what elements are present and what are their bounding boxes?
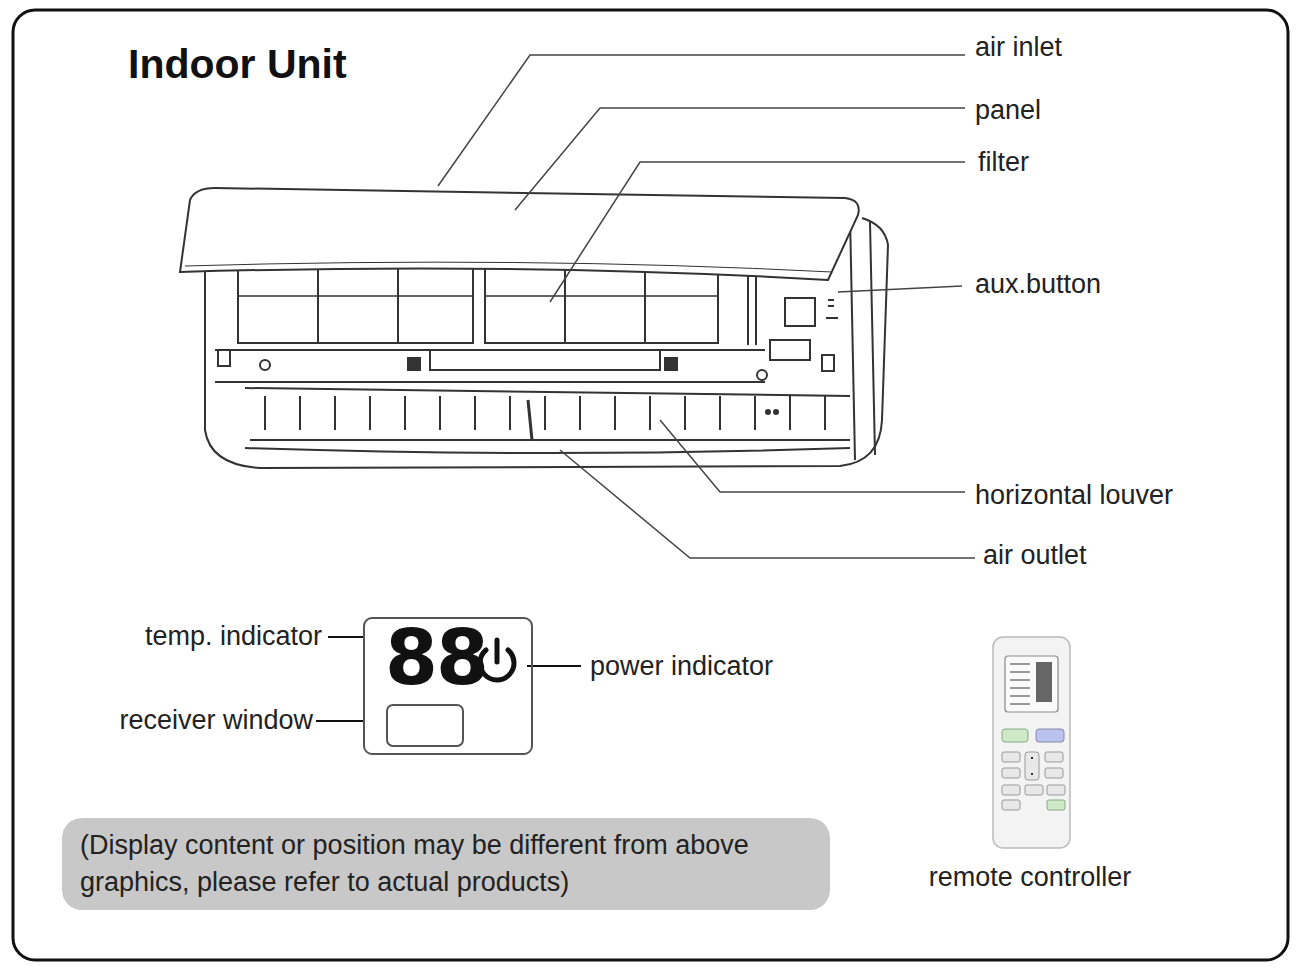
indoor-unit-drawing: [215, 350, 765, 382]
leader-lines: [838, 286, 962, 292]
indoor-unit-drawing: [265, 396, 825, 430]
indoor-unit-drawing: [766, 410, 770, 414]
indoor-unit-drawing: [408, 358, 420, 370]
indoor-unit-drawing: [238, 268, 473, 343]
remote-controller-drawing: [1036, 729, 1064, 742]
diagram-title: Indoor Unit: [128, 40, 347, 88]
indoor-unit-drawing: [318, 268, 645, 343]
remote-controller-drawing: [1005, 656, 1058, 712]
remote-controller-drawing: [1002, 768, 1020, 778]
indoor-unit-drawing: [238, 295, 718, 297]
indoor-unit-drawing: [826, 300, 838, 318]
remote-controller-drawing: [1025, 785, 1043, 795]
indoor-unit-drawing: [757, 370, 767, 380]
remote-controller-drawing: [1002, 729, 1028, 742]
remote-controller-drawing: [1047, 800, 1065, 810]
remote-controller-drawing: [1047, 785, 1065, 795]
remote-controller-drawing: [1010, 664, 1030, 704]
note-text: (Display content or position may be diff…: [80, 827, 812, 901]
leader-lines: [515, 108, 965, 210]
leader-lines: [560, 450, 975, 558]
display-panel: 88: [363, 617, 533, 755]
outer-frame: [13, 10, 1288, 960]
leader-lines: [316, 55, 975, 721]
indoor-unit-drawing: [850, 215, 875, 460]
indoor-unit-drawing: [185, 262, 832, 272]
remote-controller-drawing: [1036, 662, 1052, 702]
leader-lines: [438, 55, 965, 186]
part-label: aux.button: [975, 268, 1101, 300]
note-box: (Display content or position may be diff…: [62, 818, 830, 910]
remote-controller-drawing: [1002, 800, 1020, 810]
leader-lines: [660, 420, 965, 492]
leader-lines: [328, 636, 363, 638]
part-label: remote controller: [929, 861, 1132, 893]
indoor-unit-drawing: [785, 298, 815, 326]
leader-lines: [527, 665, 581, 667]
part-label: horizontal louver: [975, 479, 1173, 511]
power-symbol: [495, 640, 500, 662]
remote-controller-drawing: [993, 637, 1070, 848]
indoor-unit-drawing: [180, 188, 888, 468]
remote-controller-drawing: [1002, 752, 1020, 762]
leader-lines: [550, 162, 965, 302]
remote-controller-drawing: [1045, 752, 1063, 762]
remote-controller-drawing: [1045, 768, 1063, 778]
indoor-unit-drawing: [485, 268, 718, 343]
indoor-unit-drawing: [180, 188, 859, 280]
receiver-window: [387, 705, 463, 746]
indoor-unit-drawing: [822, 355, 834, 371]
remote-controller-drawing: [1025, 752, 1039, 780]
indoor-unit-drawing: [528, 400, 532, 440]
part-label: receiver window: [119, 704, 313, 736]
indoor-unit-drawing: [218, 350, 230, 366]
indoor-unit-drawing: [245, 448, 850, 453]
temp-digits: 88: [385, 615, 487, 701]
part-label: air outlet: [983, 539, 1087, 571]
indoor-unit-drawing: [748, 272, 756, 345]
indoor-unit-drawing: [430, 350, 660, 370]
part-label: panel: [975, 94, 1041, 126]
part-label: air inlet: [975, 31, 1062, 63]
remote-controller-drawing: [1031, 757, 1033, 775]
leader-lines: [316, 720, 363, 722]
remote-controller-drawing: [1002, 752, 1065, 810]
part-label: power indicator: [590, 650, 773, 682]
indoor-unit-drawing: [245, 388, 850, 440]
part-label: temp. indicator: [145, 620, 322, 652]
part-label: filter: [978, 146, 1029, 178]
indoor-unit-drawing: [774, 410, 778, 414]
indoor-unit-drawing: [770, 340, 810, 360]
indoor-unit-drawing: [665, 358, 677, 370]
remote-controller-drawing: [1002, 785, 1020, 795]
remote-controller-drawing: [993, 637, 1070, 848]
indoor-unit-drawing: [260, 360, 270, 370]
